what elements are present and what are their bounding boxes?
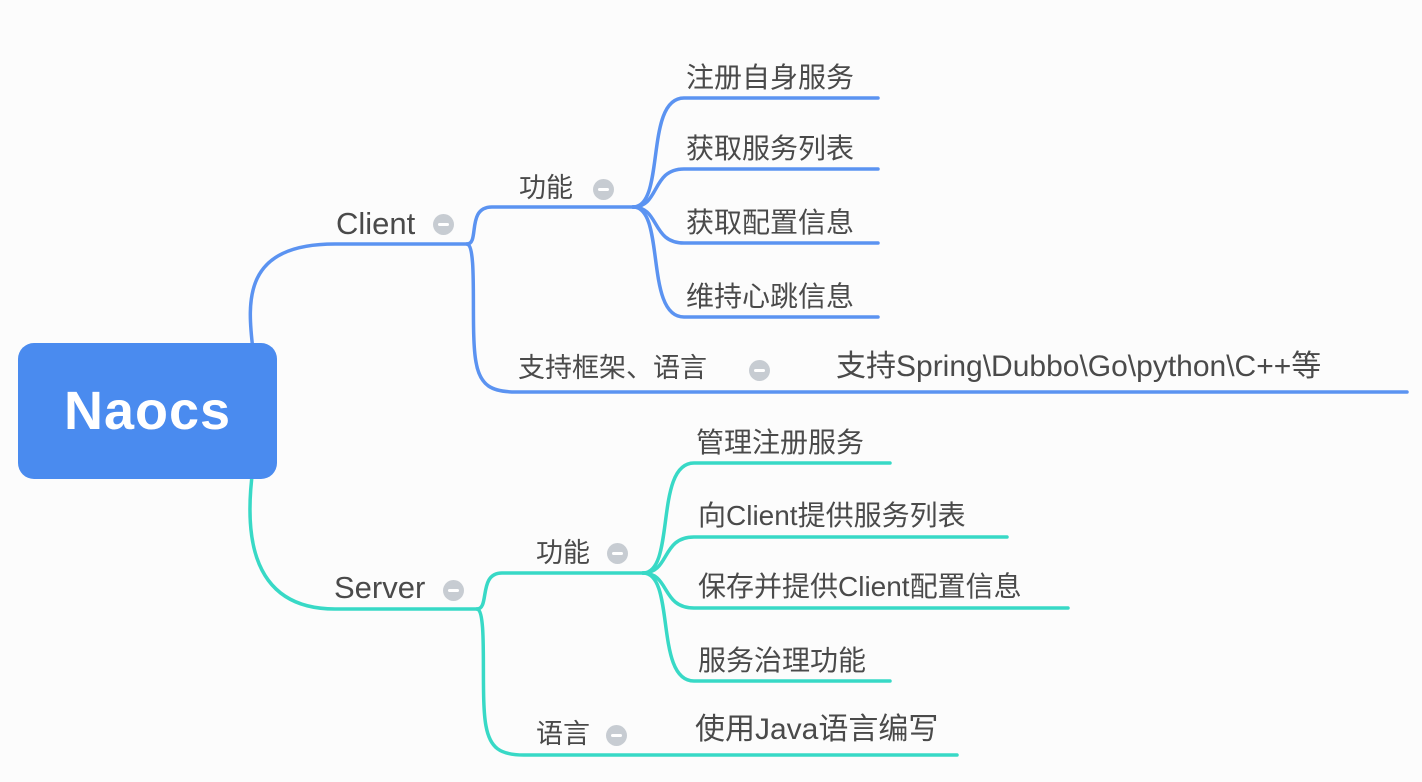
collapse-icon-server-function[interactable] [607, 543, 628, 564]
edge-server-language [475, 607, 959, 757]
leaf-service-governance[interactable]: 服务治理功能 [698, 645, 867, 676]
node-client[interactable]: Client [336, 206, 416, 241]
node-server-function[interactable]: 功能 [536, 538, 590, 568]
node-server-language[interactable]: 语言 [536, 719, 590, 749]
leaf-get-service-list[interactable]: 获取服务列表 [686, 133, 855, 164]
node-server[interactable]: Server [334, 570, 426, 605]
node-client-function[interactable]: 功能 [519, 173, 573, 203]
edge-client-frameworks [465, 242, 1409, 394]
leaf-provide-service-list[interactable]: 向Client提供服务列表 [698, 500, 966, 531]
collapse-icon-client[interactable] [433, 214, 454, 235]
edge-server-function [475, 571, 645, 611]
collapse-icon-client-function[interactable] [593, 179, 614, 200]
edge-client-function [465, 205, 635, 246]
node-supported-frameworks[interactable]: 支持框架、语言 [518, 353, 707, 383]
edge-leaf-heartbeat [631, 205, 880, 319]
edge-leaf-register-self [631, 96, 880, 209]
edge-leaf-service-governance [641, 571, 892, 683]
leaf-manage-registered-services[interactable]: 管理注册服务 [696, 427, 865, 458]
edge-leaf-get-service-list [631, 167, 880, 209]
edge-leaf-manage-registered [641, 461, 892, 575]
leaf-get-config-info[interactable]: 获取配置信息 [686, 207, 855, 238]
edge-root-server [248, 466, 479, 611]
edge-root-client [248, 242, 469, 352]
root-node-naocs[interactable]: Naocs [18, 343, 277, 479]
collapse-icon-server[interactable] [443, 580, 464, 601]
collapse-icon-server-language[interactable] [606, 725, 627, 746]
edge-leaf-provide-service-list [641, 535, 1009, 575]
leaf-framework-list[interactable]: 支持Spring\Dubbo\Go\python\C++等 [836, 350, 1322, 383]
leaf-keep-heartbeat[interactable]: 维持心跳信息 [686, 281, 855, 312]
leaf-store-client-config[interactable]: 保存并提供Client配置信息 [698, 571, 1022, 602]
collapse-icon-frameworks[interactable] [749, 360, 770, 381]
leaf-register-self-service[interactable]: 注册自身服务 [686, 62, 855, 93]
leaf-written-in-java[interactable]: 使用Java语言编写 [695, 713, 939, 746]
